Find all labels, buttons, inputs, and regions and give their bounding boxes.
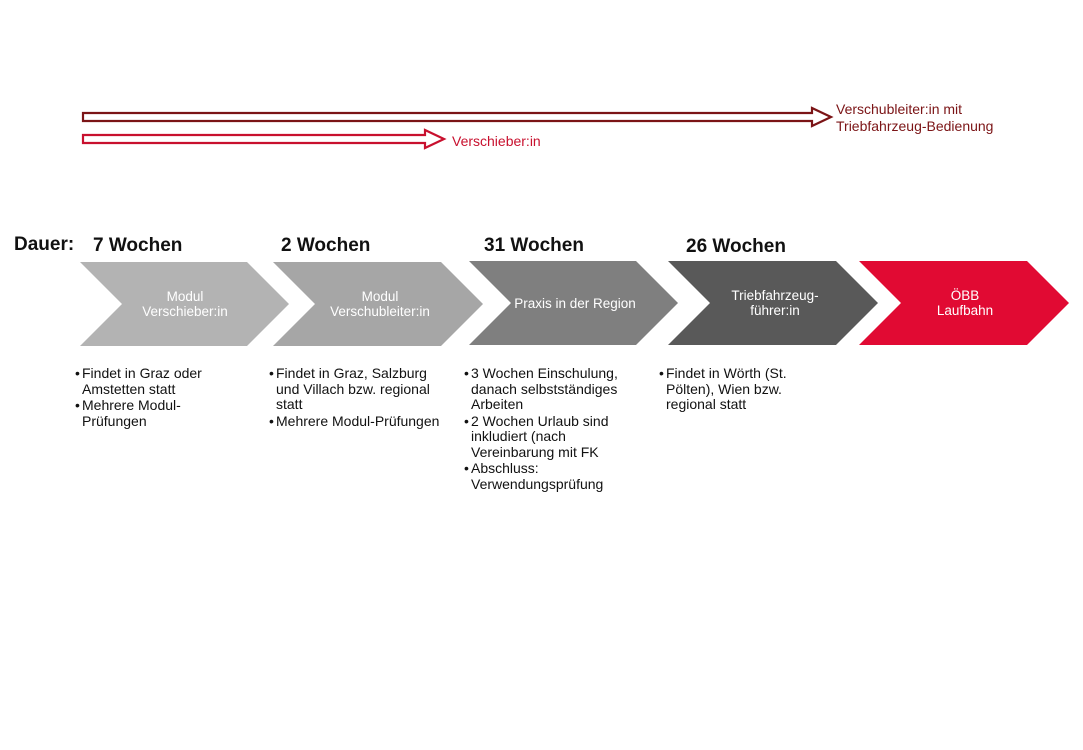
stage-3-note: 3 Wochen Einschulung, danach selbstständ… [464, 365, 644, 413]
stage-1-chevron [80, 262, 289, 346]
stage-5-chevron [859, 261, 1069, 345]
stage-1-note: Mehrere Modul-Prüfungen [75, 397, 225, 429]
stage-3-notes: 3 Wochen Einschulung, danach selbstständ… [464, 365, 644, 493]
stage-4-label: Triebfahrzeug- führer:in [731, 288, 819, 318]
stage-4-chevron [668, 261, 878, 345]
stage-1-label: Modul Verschieber:in [142, 289, 228, 319]
stage-2-duration: 2 Wochen [281, 235, 371, 256]
stage-2-notes: Findet in Graz, Salzburg und Villach bzw… [269, 365, 449, 430]
stage-1-note: Findet in Graz oder Amstetten statt [75, 365, 225, 397]
stage-2-note: Findet in Graz, Salzburg und Villach bzw… [269, 365, 449, 413]
stage-2-note: Mehrere Modul-Prüfungen [269, 413, 449, 430]
path-label-short: Verschieber:in [452, 133, 541, 149]
stage-1-notes: Findet in Graz oder Amstetten statt Mehr… [75, 365, 225, 430]
stage-5-label: ÖBB Laufbahn [936, 288, 994, 318]
stage-2-label: Modul Verschubleiter:in [330, 289, 430, 319]
stage-3-note: Abschluss: Verwendungsprüfung [464, 460, 644, 492]
stage-3-label: Praxis in der Region [514, 295, 636, 311]
stage-2-chevron [273, 262, 483, 346]
path-label-long: Verschubleiter:in mit Triebfahrzeug-Bedi… [836, 101, 994, 134]
stage-4-notes: Findet in Wörth (St. Pölten), Wien bzw. … [659, 365, 809, 414]
stage-3-note: 2 Wochen Urlaub sind inkludiert (nach Ve… [464, 413, 644, 461]
stage-4-note: Findet in Wörth (St. Pölten), Wien bzw. … [659, 365, 809, 413]
stage-3-chevron [469, 261, 678, 345]
duration-label: Dauer: [14, 234, 75, 255]
path-arrow-short [81, 128, 447, 150]
stage-3-duration: 31 Wochen [484, 235, 584, 256]
path-arrow-long [81, 106, 834, 128]
stage-1-duration: 7 Wochen [93, 235, 183, 256]
stage-4-duration: 26 Wochen [686, 236, 786, 257]
